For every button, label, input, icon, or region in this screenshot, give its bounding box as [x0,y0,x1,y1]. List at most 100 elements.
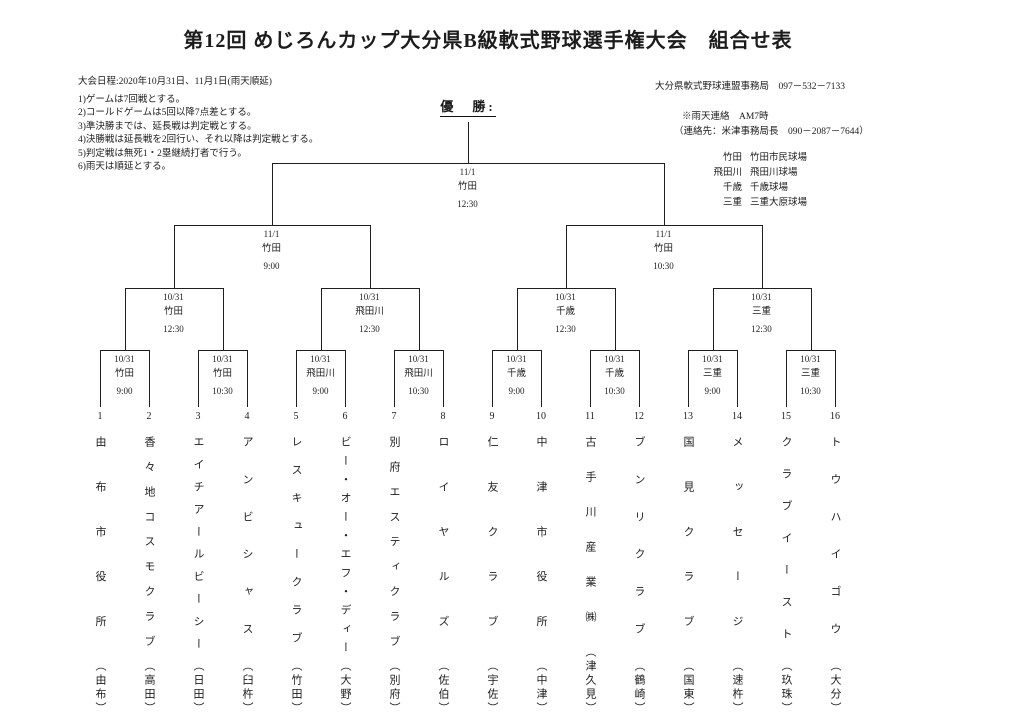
team-name: 由布市役所（由布） [91,436,109,716]
venue-name: 飛田川球場 [750,168,798,178]
team-number: 11 [585,411,595,422]
venue-row: 三重 三重大原球場 [700,196,807,211]
bracket-line [247,350,248,407]
bracket-line [835,350,836,407]
game-venue: 竹田 [261,244,281,254]
bracket-line [614,288,616,350]
game-date: 10/31 [555,292,576,302]
team-number: 4 [244,411,250,422]
team-region-text: （高田） [143,660,155,716]
team-number: 7 [391,411,397,422]
bracket-connector [198,350,248,351]
venue-short: 飛田川 [713,168,742,178]
game-date: 10/31 [310,354,331,364]
venue-short: 竹田 [722,153,742,163]
venue-short: 千歳 [722,183,742,193]
team-region-text: （鶴崎） [633,660,645,716]
venue-name: 千歳球場 [750,183,789,193]
game-time: 12:30 [163,324,184,334]
game-date: 10/31 [408,354,429,364]
team-region-text: （由布） [94,660,106,716]
game-date: 10/31 [751,292,772,302]
team-name: ビー・オー・エフ・ディー（大野） [336,436,354,716]
team-name: 香々地コスモクラブ（高田） [140,436,158,716]
team-number: 15 [781,411,791,422]
game-label: 10/31 飛田川 9:00 [286,354,356,396]
team-region-text: （別府） [388,660,400,716]
game-date: 10/31 [702,354,723,364]
bracket-line [810,288,812,350]
rule-item: 6)雨天は順延とする。 [78,162,172,172]
team-name-text: 由布市役所 [94,436,106,660]
team-number: 6 [342,411,348,422]
team-name-text: メッセージ [731,436,743,660]
rule-item: 3)準決勝までは、延長戦は判定戦とする。 [78,121,257,132]
team-name-text: レスキュークラブ [290,436,302,660]
team-number: 2 [146,411,152,422]
game-time: 9:00 [312,386,329,396]
game-venue: 三重 [702,369,722,379]
game-label: 11/1 竹田 9:00 [237,229,307,271]
team-name: 国見クラブ（国東） [679,436,697,716]
team-region-text: （竹田） [290,660,302,716]
bracket-connector [100,350,150,351]
bracket-connector [173,225,371,226]
game-date: 11/1 [459,167,476,177]
schedule-note: 大会日程:2020年10月31日、11月1日(雨天順延) [78,77,272,87]
bracket-line [443,350,444,407]
game-date: 10/31 [800,354,821,364]
rain-notice: ※雨天連絡 AM7時 [682,112,769,122]
game-venue: 竹田 [212,369,232,379]
team-name: アンビシャス（臼杵） [238,436,256,716]
game-time: 9:00 [116,386,133,396]
bracket-line [663,163,665,225]
team-region-text: （玖珠） [780,660,792,716]
game-time: 10:30 [212,386,233,396]
bracket-connector [712,288,812,289]
game-venue: 千歳 [555,307,575,317]
game-time: 9:00 [263,261,280,271]
bracket-line [296,350,297,407]
bracket-line [173,225,175,288]
game-date: 10/31 [604,354,625,364]
team-name-text: クラブイースト [780,436,792,660]
team-name: 別府エスティクラブ（別府） [385,436,403,716]
game-date: 11/1 [263,229,280,239]
rain-contact: （連絡先：米津事務局長 090－2087－7644） [674,127,869,137]
bracket-line [271,163,273,225]
team-region-text: （中津） [535,660,547,716]
game-venue: 千歳 [604,369,624,379]
game-time: 12:30 [751,324,772,334]
game-venue: 千歳 [506,369,526,379]
game-date: 10/31 [359,292,380,302]
venue-legend: 竹田 竹田市民球場 飛田川 飛田川球場 千歳 千歳球場 三重 三重大原球場 [700,151,807,211]
bracket-connector [394,350,444,351]
team-name-text: 中津市役所 [535,436,547,660]
game-time: 10:30 [800,386,821,396]
bracket-connector [271,163,665,164]
team-name: 仁友クラブ（宇佐） [483,436,501,716]
rule-item: 2)コールドゲームは5回以降7点差とする。 [78,108,257,118]
game-venue: 飛田川 [306,369,335,379]
team-name: 古手川産業㈱（津久見） [581,436,599,716]
game-venue: 竹田 [114,369,134,379]
game-date: 11/1 [655,229,672,239]
bracket-line [369,225,371,288]
venue-name: 竹田市民球場 [750,153,808,163]
team-name: クラブイースト（玖珠） [777,436,795,716]
team-name-text: ビー・オー・エフ・ディー [339,436,351,660]
team-name-text: アンビシャス [241,436,253,660]
venue-short: 三重 [722,198,742,208]
bracket-connector [124,288,224,289]
game-venue: 飛田川 [404,369,433,379]
rule-item: 4)決勝戦は延長戦を2回行い、それ以降は判定戦とする。 [78,135,319,145]
team-region-text: （国東） [682,660,694,716]
